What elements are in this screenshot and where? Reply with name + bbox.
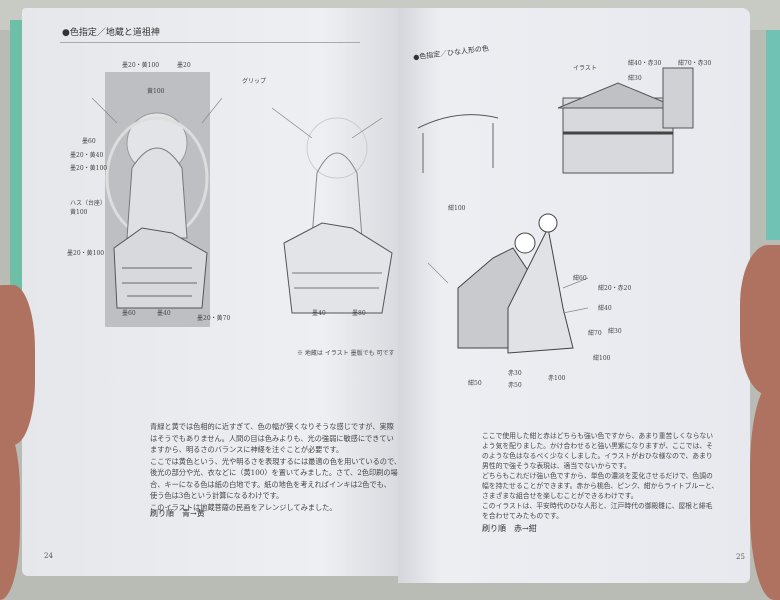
color-label: 紺70 [588, 330, 602, 337]
color-label: 紺100 [448, 205, 466, 212]
color-label: 赤100 [548, 375, 566, 382]
color-label: 紺100 [593, 355, 611, 362]
color-label: イラスト [573, 65, 597, 72]
color-label: 紺40 [598, 305, 612, 312]
color-label: 赤30 [508, 370, 522, 377]
color-label: 赤50 [508, 382, 522, 389]
print-order: 刷り順 赤→紺 [482, 524, 537, 533]
body-paragraph: ここで使用した紺と赤はどちらも強い色ですから、あまり重苦しくならないよう気を配り… [482, 432, 719, 520]
color-label: 紺60 [573, 275, 587, 282]
color-label: 墨80 [352, 310, 366, 317]
color-label: 墨20・黄100 [70, 165, 108, 172]
color-label: 黄100 [147, 88, 165, 95]
color-label: 墨20・黄40 [70, 152, 104, 159]
color-label: 墨40 [312, 310, 326, 317]
color-label: 紺30 [628, 75, 642, 82]
color-label: 墨60 [82, 138, 96, 145]
illustration-note: ※ 地蔵は イラスト 墨版でも 可です [297, 350, 395, 357]
color-label: 紺30 [608, 328, 622, 335]
left-thumb [0, 420, 20, 600]
body-paragraph: 青緑と黄では色相的に近すぎて、色の幅が狭くなりそうな感じですが、実際はそうでもあ… [150, 422, 402, 512]
page-number: 24 [44, 552, 53, 560]
color-label: 墨20・黄70 [197, 315, 231, 322]
right-thumb [750, 380, 780, 600]
print-order: 刷り順 青→黄 [150, 509, 205, 518]
color-label: 紺70・赤30 [678, 60, 712, 67]
hina-illustration [417, 67, 694, 354]
color-label: ハス（台座）黄100 [70, 200, 107, 216]
color-label: 紺40・赤30 [628, 60, 662, 67]
color-label: 墨60 [122, 310, 136, 317]
color-label: グリップ [242, 78, 267, 85]
color-label: 墨20 [177, 62, 191, 69]
header-rule [60, 42, 360, 43]
right-hand [740, 245, 780, 395]
color-label: 墨20・黄100 [67, 250, 105, 257]
left-page: ●色指定／地蔵と道祖神 墨20・黄100 墨20 黄100 墨60 墨20・黄4… [22, 8, 402, 576]
book-cover-edge-right [766, 30, 780, 240]
page-header: ●色指定／地蔵と道祖神 [62, 28, 160, 38]
color-label: 墨20・黄100 [122, 62, 160, 69]
color-label: 紺50 [468, 380, 482, 387]
color-label: 紺20・赤20 [598, 285, 632, 292]
page-number: 25 [736, 553, 745, 561]
jizo-illustration [91, 72, 393, 327]
right-page: ●色指定／ひな人形の色 イラスト 紺40・赤30 紺30 紺70・赤30 紺10… [398, 8, 750, 583]
left-hand [0, 285, 35, 445]
color-label: 墨40 [157, 310, 171, 317]
